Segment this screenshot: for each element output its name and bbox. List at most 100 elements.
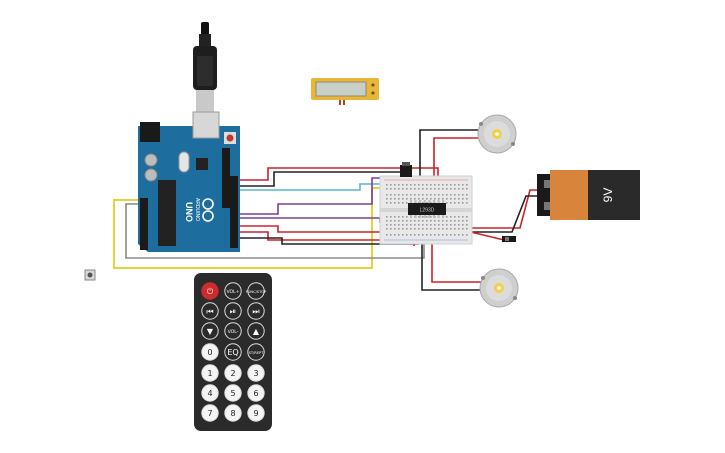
breadboard-hole[interactable] xyxy=(390,220,392,222)
remote-button-face[interactable] xyxy=(247,404,265,422)
breadboard-hole[interactable] xyxy=(434,198,436,200)
remote-button-five[interactable]: 5 xyxy=(224,384,242,402)
push-button[interactable] xyxy=(84,269,96,281)
breadboard-hole[interactable] xyxy=(454,224,456,226)
remote-button-face[interactable] xyxy=(224,364,242,382)
breadboard-hole[interactable] xyxy=(466,202,468,204)
breadboard-hole[interactable] xyxy=(430,194,432,196)
remote-button-face[interactable] xyxy=(201,384,219,402)
wire-battery-red[interactable] xyxy=(469,189,540,236)
breadboard-hole[interactable] xyxy=(462,234,464,236)
remote-button-st-rept[interactable]: ST/REPT xyxy=(247,343,265,361)
breadboard-hole[interactable] xyxy=(410,224,412,226)
breadboard-hole[interactable] xyxy=(406,216,408,218)
breadboard-hole[interactable] xyxy=(418,220,420,222)
remote-button-seven[interactable]: 7 xyxy=(201,404,219,422)
remote-button-one[interactable]: 1 xyxy=(201,364,219,382)
breadboard-hole[interactable] xyxy=(466,184,468,186)
breadboard-hole[interactable] xyxy=(458,188,460,190)
breadboard-hole[interactable] xyxy=(450,202,452,204)
breadboard-hole[interactable] xyxy=(426,184,428,186)
breadboard-hole[interactable] xyxy=(446,184,448,186)
breadboard-hole[interactable] xyxy=(390,188,392,190)
breadboard-hole[interactable] xyxy=(418,188,420,190)
breadboard-hole[interactable] xyxy=(450,228,452,230)
breadboard-hole[interactable] xyxy=(458,224,460,226)
breadboard-hole[interactable] xyxy=(394,220,396,222)
breadboard-hole[interactable] xyxy=(422,220,424,222)
breadboard-hole[interactable] xyxy=(454,216,456,218)
remote-button-face[interactable] xyxy=(247,302,265,320)
remote-button-face[interactable] xyxy=(224,384,242,402)
breadboard-hole[interactable] xyxy=(414,198,416,200)
breadboard-hole[interactable] xyxy=(390,224,392,226)
remote-button-face[interactable] xyxy=(247,282,265,300)
breadboard-hole[interactable] xyxy=(390,234,392,236)
breadboard-hole[interactable] xyxy=(398,224,400,226)
remote-button-face[interactable] xyxy=(201,322,219,340)
wire-black-1[interactable] xyxy=(236,171,400,187)
breadboard-hole[interactable] xyxy=(466,228,468,230)
remote-button-nine[interactable]: 9 xyxy=(247,404,265,422)
breadboard-hole[interactable] xyxy=(418,184,420,186)
breadboard-hole[interactable] xyxy=(422,194,424,196)
breadboard-hole[interactable] xyxy=(386,216,388,218)
breadboard-hole[interactable] xyxy=(446,188,448,190)
breadboard-hole[interactable] xyxy=(386,234,388,236)
breadboard-hole[interactable] xyxy=(394,224,396,226)
battery-9v[interactable]: 9V xyxy=(537,170,640,220)
breadboard-hole[interactable] xyxy=(398,234,400,236)
breadboard-hole[interactable] xyxy=(418,194,420,196)
push-button-cap[interactable] xyxy=(87,272,93,278)
breadboard-hole[interactable] xyxy=(466,188,468,190)
breadboard-hole[interactable] xyxy=(466,220,468,222)
breadboard-hole[interactable] xyxy=(430,216,432,218)
breadboard-hole[interactable] xyxy=(442,228,444,230)
breadboard-hole[interactable] xyxy=(394,184,396,186)
lcd-display[interactable] xyxy=(311,78,379,105)
breadboard-hole[interactable] xyxy=(430,228,432,230)
breadboard-hole[interactable] xyxy=(406,188,408,190)
breadboard-hole[interactable] xyxy=(462,216,464,218)
breadboard-hole[interactable] xyxy=(458,216,460,218)
breadboard-hole[interactable] xyxy=(394,194,396,196)
breadboard-hole[interactable] xyxy=(446,220,448,222)
breadboard-hole[interactable] xyxy=(454,184,456,186)
breadboard-hole[interactable] xyxy=(422,216,424,218)
breadboard-hole[interactable] xyxy=(410,228,412,230)
remote-button-power[interactable]: ⏻ xyxy=(201,282,219,300)
breadboard-hole[interactable] xyxy=(426,198,428,200)
remote-button-next[interactable]: ⏭ xyxy=(247,302,265,320)
breadboard-hole[interactable] xyxy=(442,224,444,226)
breadboard-hole[interactable] xyxy=(454,198,456,200)
breadboard-hole[interactable] xyxy=(458,184,460,186)
breadboard-hole[interactable] xyxy=(386,184,388,186)
breadboard-hole[interactable] xyxy=(438,220,440,222)
breadboard-hole[interactable] xyxy=(410,234,412,236)
breadboard-hole[interactable] xyxy=(402,194,404,196)
breadboard-hole[interactable] xyxy=(438,228,440,230)
breadboard-hole[interactable] xyxy=(426,234,428,236)
breadboard-hole[interactable] xyxy=(450,188,452,190)
breadboard-hole[interactable] xyxy=(446,216,448,218)
breadboard-hole[interactable] xyxy=(466,216,468,218)
breadboard-hole[interactable] xyxy=(410,184,412,186)
breadboard-hole[interactable] xyxy=(462,224,464,226)
breadboard-hole[interactable] xyxy=(438,194,440,196)
breadboard-hole[interactable] xyxy=(394,216,396,218)
breadboard-hole[interactable] xyxy=(410,220,412,222)
breadboard-hole[interactable] xyxy=(462,198,464,200)
breadboard-hole[interactable] xyxy=(430,198,432,200)
breadboard-hole[interactable] xyxy=(426,194,428,196)
remote-button-four[interactable]: 4 xyxy=(201,384,219,402)
breadboard-hole[interactable] xyxy=(406,184,408,186)
remote-button-vol-plus[interactable]: VOL+ xyxy=(224,282,242,300)
breadboard-hole[interactable] xyxy=(406,234,408,236)
breadboard-hole[interactable] xyxy=(422,234,424,236)
breadboard-hole[interactable] xyxy=(430,184,432,186)
breadboard-hole[interactable] xyxy=(462,194,464,196)
remote-button-face[interactable] xyxy=(247,384,265,402)
breadboard-hole[interactable] xyxy=(426,202,428,204)
breadboard-hole[interactable] xyxy=(414,228,416,230)
